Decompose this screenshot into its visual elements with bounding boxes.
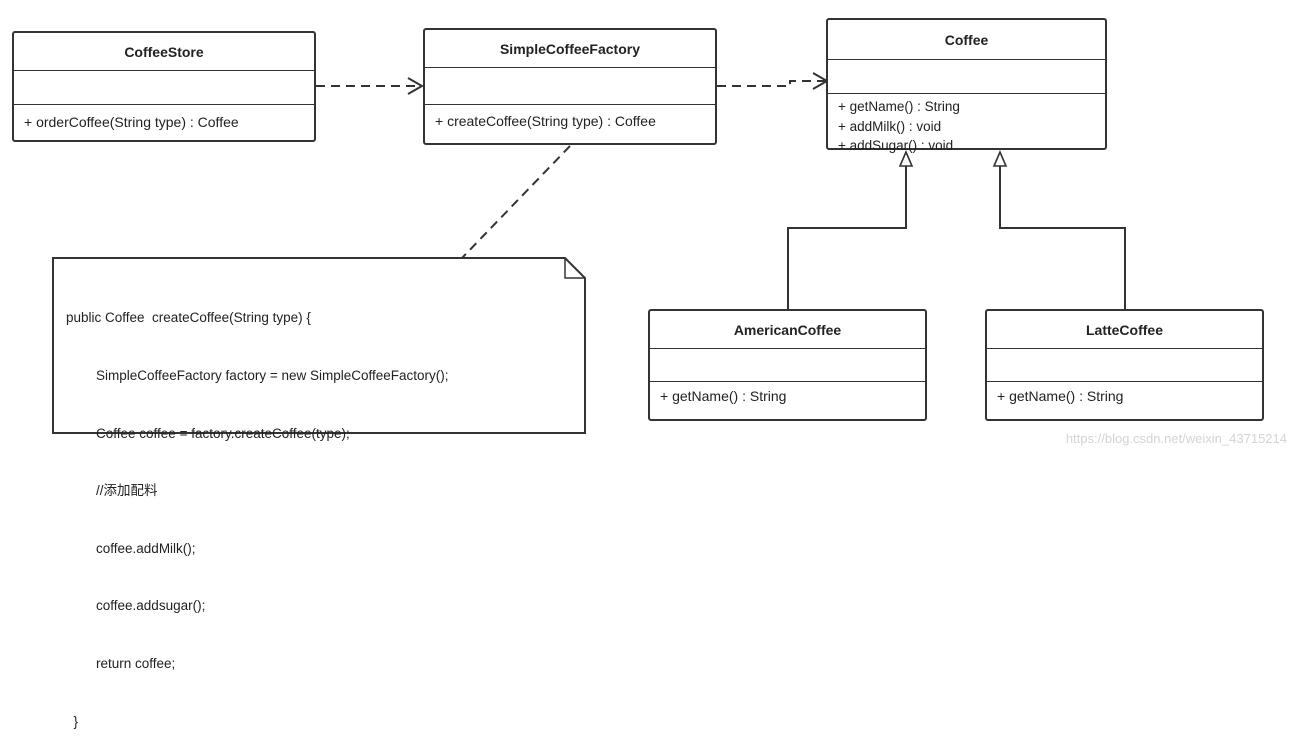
operations-compartment: + getName() : String + addMilk() : void … [828, 94, 1105, 158]
note-line: return coffee; [66, 656, 176, 672]
operations-compartment: + getName() : String [650, 382, 925, 408]
note-anchor-line [461, 145, 571, 259]
operation: + addMilk() : void [838, 118, 942, 134]
operations-compartment: + getName() : String [987, 382, 1262, 408]
operations-compartment: + orderCoffee(String type) : Coffee [14, 105, 314, 134]
dependency-factory-to-coffee [717, 72, 830, 90]
code-note [52, 257, 586, 434]
note-line: coffee.addsugar(); [66, 598, 206, 614]
class-name: Coffee [828, 20, 1105, 60]
class-simple-coffee-factory[interactable]: SimpleCoffeeFactory + createCoffee(Strin… [423, 28, 717, 145]
operation: + getName() : String [660, 388, 787, 404]
operation: + createCoffee(String type) : Coffee [435, 113, 656, 129]
note-line: Coffee coffee = factory.createCoffee(typ… [66, 425, 350, 441]
class-name: LatteCoffee [987, 311, 1262, 349]
class-name: AmericanCoffee [650, 311, 925, 349]
attributes-compartment [14, 71, 314, 105]
class-coffee[interactable]: Coffee + getName() : String + addMilk() … [826, 18, 1107, 153]
note-line: } [66, 713, 79, 729]
note-line: //添加配料 [66, 483, 158, 499]
attributes-compartment [987, 349, 1262, 382]
class-name: CoffeeStore [14, 33, 314, 71]
attributes-compartment [650, 349, 925, 382]
note-code-text: public Coffee createCoffee(String type) … [66, 270, 449, 750]
class-latte-coffee[interactable]: LatteCoffee + getName() : String [985, 309, 1264, 421]
uml-connectors [52, 72, 1126, 434]
note-line: coffee.addMilk(); [66, 540, 196, 556]
generalization-american-to-coffee [787, 149, 914, 310]
class-name: SimpleCoffeeFactory [425, 30, 715, 68]
attributes-compartment [828, 60, 1105, 94]
class-american-coffee[interactable]: AmericanCoffee + getName() : String [648, 309, 927, 421]
operation: + getName() : String [838, 99, 960, 114]
generalization-latte-to-coffee [992, 149, 1126, 310]
attributes-compartment [425, 68, 715, 105]
note-line: SimpleCoffeeFactory factory = new Simple… [66, 368, 449, 384]
operation: + getName() : String [997, 388, 1124, 404]
operation: + addSugar() : void [838, 138, 954, 153]
note-line: public Coffee createCoffee(String type) … [66, 310, 311, 326]
dependency-store-to-factory [316, 77, 425, 95]
operations-compartment: + createCoffee(String type) : Coffee [425, 105, 715, 133]
watermark: https://blog.csdn.net/weixin_43715214 [1065, 431, 1287, 446]
class-coffee-store[interactable]: CoffeeStore + orderCoffee(String type) :… [12, 31, 316, 142]
operation: + orderCoffee(String type) : Coffee [24, 114, 239, 130]
